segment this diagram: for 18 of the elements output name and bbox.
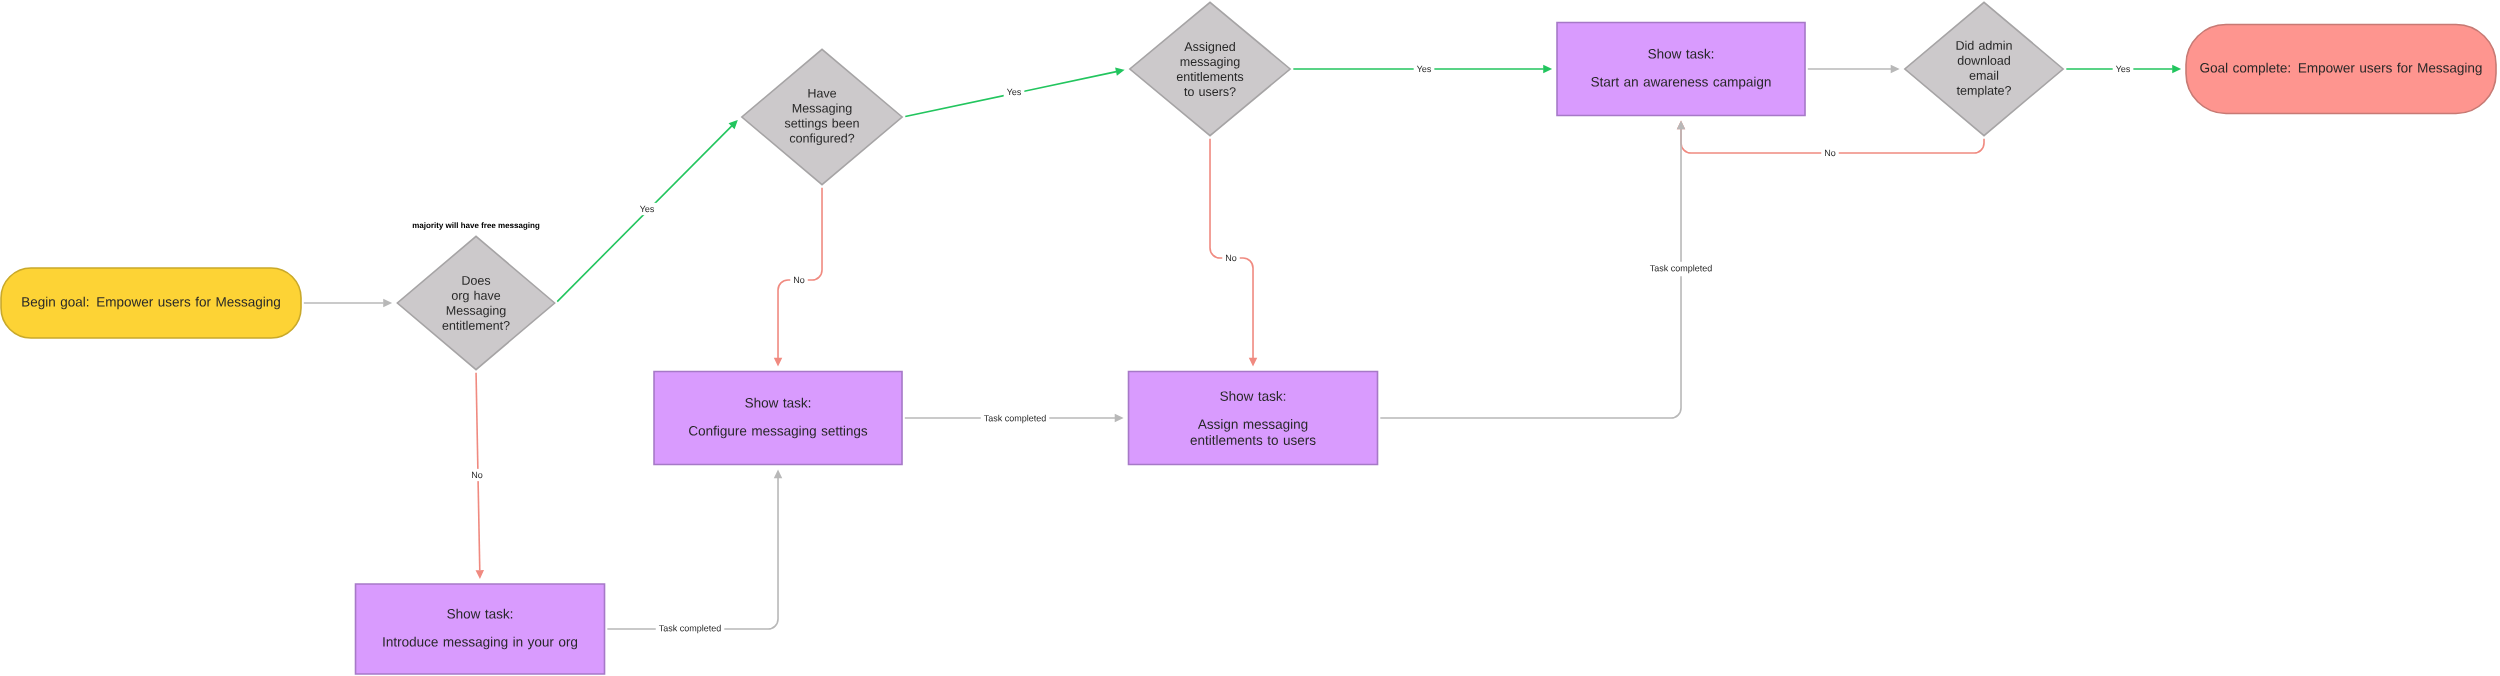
- edge-label: Task completed: [655, 621, 725, 637]
- terminal-box: Begin goal: Empower users for Messaging: [0, 267, 302, 339]
- task-box: Show task: Assign messaging entitlements to users: [1127, 370, 1379, 466]
- task-box: Show task: Introduce messaging in your org: [354, 583, 606, 675]
- edge-label: No: [468, 468, 486, 482]
- edge-label: Yes: [636, 202, 658, 216]
- edge-label: Yes: [1413, 62, 1435, 76]
- note-text: majority will have free messaging: [412, 222, 540, 230]
- edge-label: No: [1821, 146, 1839, 160]
- terminal-box: Goal complete: Empower users for Messaging: [2185, 23, 2497, 115]
- edge-label: Yes: [1003, 85, 1025, 99]
- edge-label: No: [790, 273, 808, 287]
- edge-label: Yes: [2112, 62, 2134, 76]
- edge-label: Task completed: [1646, 261, 1716, 277]
- task-box: Show task: Start an awareness campaign: [1556, 21, 1806, 117]
- edge-label: No: [1222, 251, 1240, 265]
- edge-label: Task completed: [980, 411, 1050, 427]
- task-box: Show task: Configure messaging settings: [653, 370, 903, 466]
